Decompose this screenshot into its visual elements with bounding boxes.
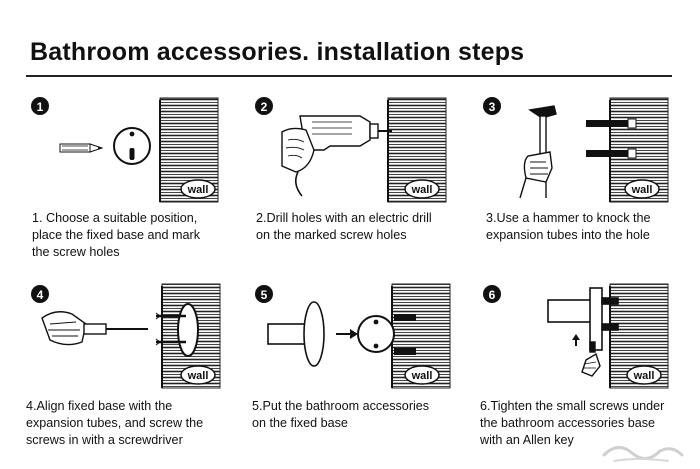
step-number-badge [31, 97, 49, 115]
step-5-caption: 5.Put the bathroom accessories on the fi… [252, 399, 430, 430]
wall-label-badge: wall [626, 365, 662, 385]
wall-label: wall [411, 370, 433, 382]
accessory-icon [547, 287, 619, 351]
step-number: 4 [37, 288, 44, 302]
wall-label-badge: wall [624, 179, 660, 199]
step-4: 4 wall 4.Align fixed base with the expan… [26, 280, 238, 460]
electric-drill-icon [281, 115, 392, 197]
allen-key-icon [572, 334, 601, 377]
fixed-base-icon [113, 127, 151, 165]
arrow-right-icon [336, 329, 358, 339]
watermark-logo [602, 446, 684, 462]
step-2-illustration: 2 wall [255, 97, 447, 203]
step-2: 2 wall 2.Drill holes with an electric dr… [252, 92, 462, 262]
pencil-icon [59, 143, 104, 153]
screwdriver-icon [41, 311, 148, 346]
wall-label: wall [187, 370, 209, 382]
expansion-tube-icon [586, 118, 637, 159]
wall [391, 283, 451, 389]
step-2-caption: 2.Drill holes with an electric drill on … [256, 211, 432, 242]
wall-label: wall [411, 184, 433, 196]
step-1-illustration: 1 wall [31, 97, 219, 203]
step-5-illustration: 5 wall [255, 283, 451, 389]
step-4-caption: 4.Align fixed base with the expansion tu… [26, 399, 204, 447]
wall-label: wall [633, 370, 655, 382]
wall-label-badge: wall [180, 179, 216, 199]
step-number: 6 [489, 288, 496, 302]
fixed-base-icon [357, 314, 416, 355]
step-number: 1 [37, 100, 44, 114]
step-5: 5 wall 5.Put the bathroom accessories on… [252, 280, 464, 460]
step-3-caption: 3.Use a hammer to knock the expansion tu… [486, 211, 651, 242]
step-1: 1 wall 1. Choose a suitable position, pl… [28, 92, 238, 262]
accessory-icon [267, 301, 325, 367]
wall-label-badge: wall [180, 365, 216, 385]
title-underline [26, 75, 672, 77]
step-6-caption: 6.Tighten the small screws under the bat… [480, 399, 665, 447]
hammer-icon [519, 105, 557, 199]
step-number: 5 [261, 288, 268, 302]
step-6-illustration: 6 wall [483, 283, 669, 389]
step-number: 2 [261, 100, 268, 114]
step-3: 3 wall 3.Use a hammer to knock the expan… [480, 92, 690, 262]
wall-label-badge: wall [404, 365, 440, 385]
wall-label: wall [187, 184, 209, 196]
step-number: 3 [489, 100, 496, 114]
step-6: 6 wall 6.Tighten the small screws under … [478, 280, 690, 460]
fixed-base-icon [155, 303, 199, 357]
step-4-illustration: 4 wall [31, 283, 221, 389]
wall-label-badge: wall [404, 179, 440, 199]
step-3-illustration: 3 wall [483, 97, 669, 203]
wall-label: wall [631, 184, 653, 196]
step-1-caption: 1. Choose a suitable position, place the… [32, 211, 201, 259]
page-title: Bathroom accessories. installation steps [30, 38, 525, 66]
